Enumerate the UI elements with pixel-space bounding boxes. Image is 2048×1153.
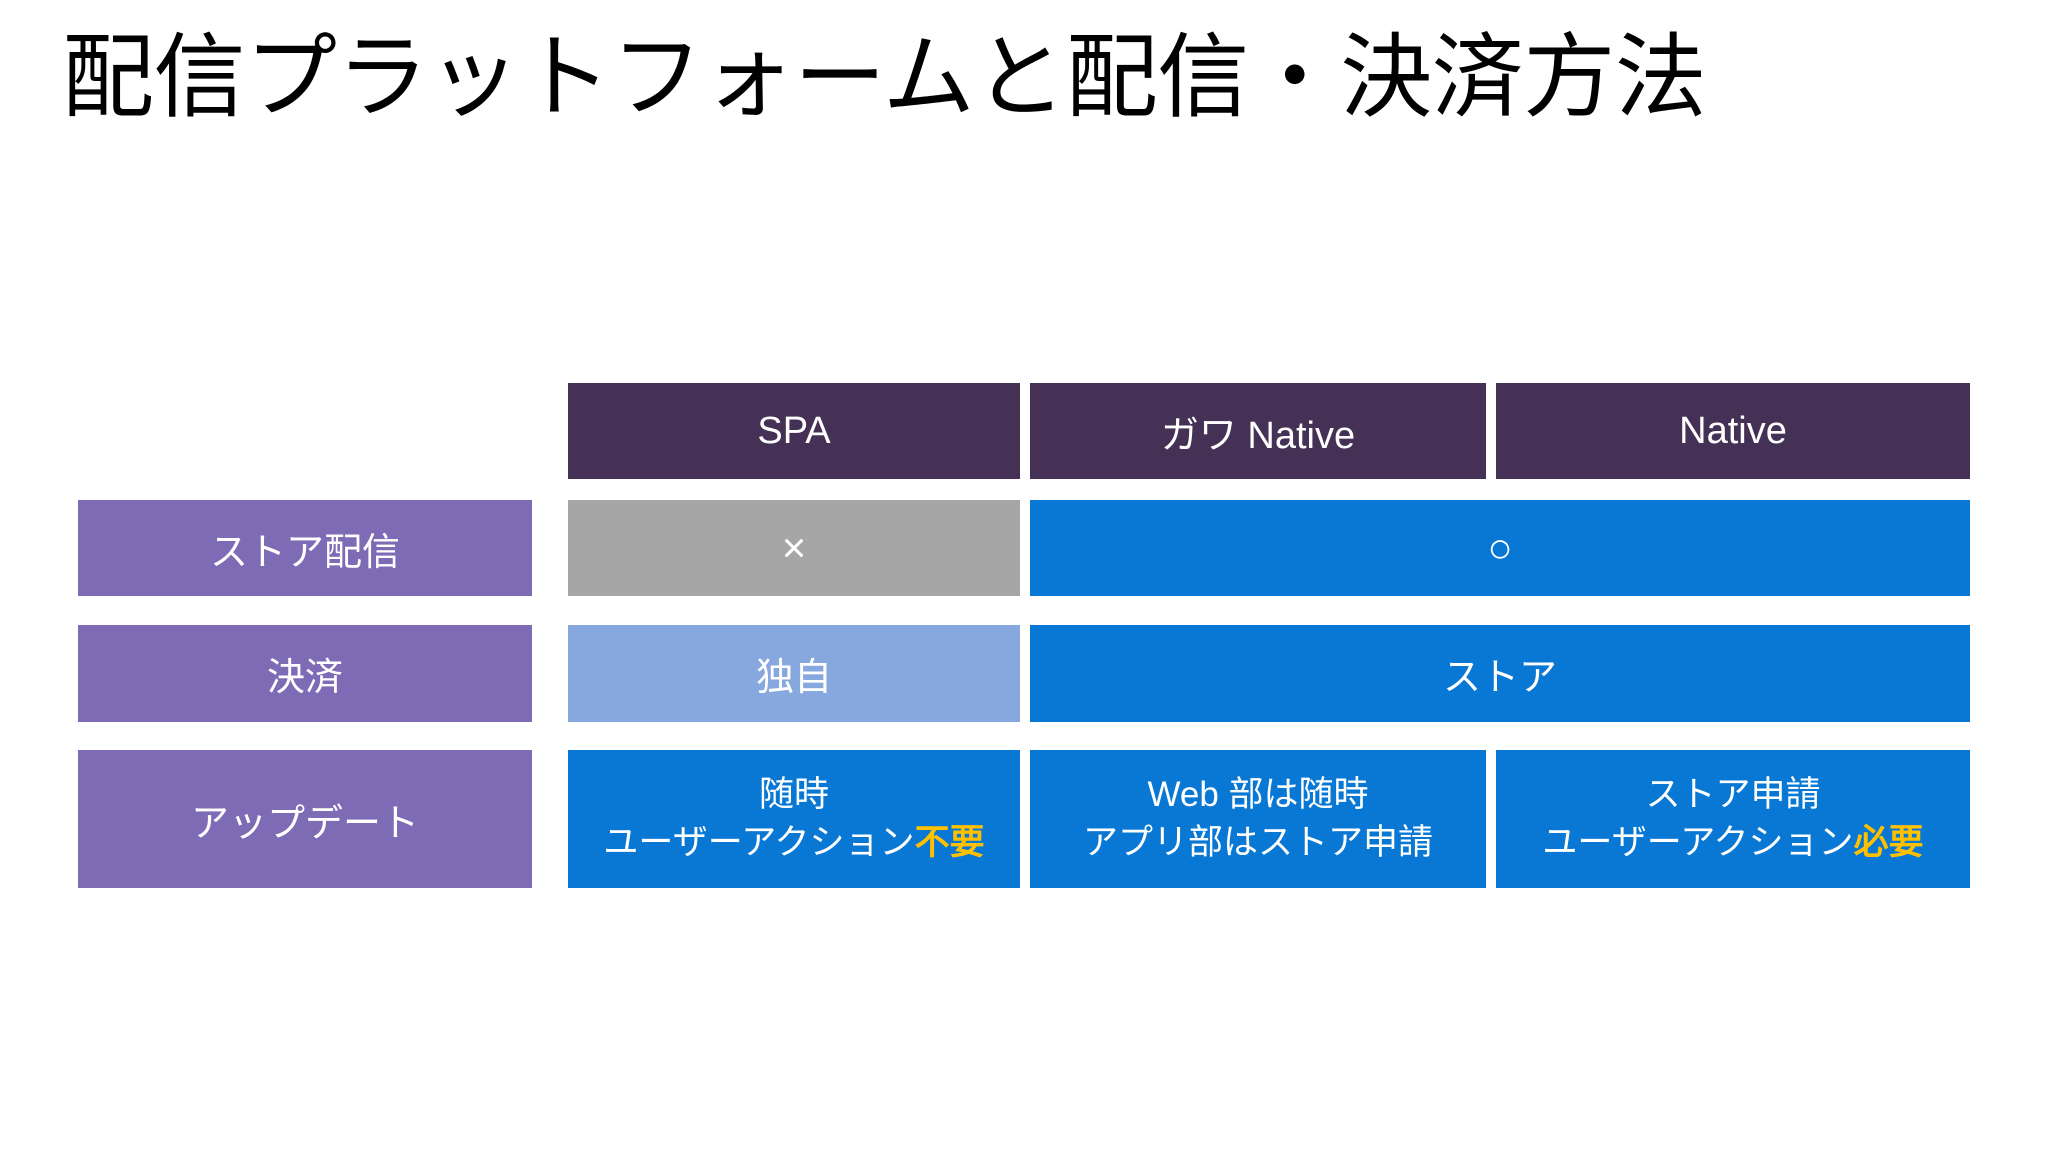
cell-update-native: ストア申請 ユーザーアクション必要	[1496, 750, 1970, 888]
cell-store-delivery-native-merged: ○	[1030, 500, 1970, 596]
row-label-update: アップデート	[78, 750, 532, 888]
cell-line-2: ユーザーアクション不要	[576, 819, 1012, 867]
cell-store-delivery-spa: ×	[568, 500, 1020, 596]
row-label-text: 決済	[266, 657, 343, 699]
cross-mark-icon: ×	[781, 524, 807, 571]
cell-line-2-accent: 不要	[914, 823, 985, 862]
cell-line-2-plain: ユーザーアクション	[603, 823, 915, 862]
cell-line-2: アプリ部はストア申請	[1038, 819, 1478, 867]
cell-line-1: ストア申請	[1645, 774, 1821, 814]
comparison-table: SPA ガワ Native Native ストア配信 × ○ 決済 独自 ストア	[78, 383, 1970, 888]
table-header-spa: SPA	[568, 383, 1020, 479]
table-header-native: Native	[1496, 383, 1970, 479]
cell-line-2-plain: ユーザーアクション	[1542, 823, 1854, 862]
row-label-store-delivery: ストア配信	[78, 500, 532, 596]
table-header-label: ガワ Native	[1160, 414, 1356, 457]
cell-multiline-value: Web 部は随時 アプリ部はストア申請	[1030, 771, 1486, 868]
row-label-text: アップデート	[190, 802, 419, 845]
cell-update-gawa-native: Web 部は随時 アプリ部はストア申請	[1030, 750, 1486, 888]
cell-line-2-plain: アプリ部はストア申請	[1082, 823, 1433, 862]
cell-line-1: 随時	[758, 774, 829, 814]
cell-line-2-accent: 必要	[1853, 823, 1924, 862]
row-label-payment: 決済	[78, 625, 532, 722]
cell-update-spa: 随時 ユーザーアクション不要	[568, 750, 1020, 888]
cell-payment-native-merged: ストア	[1030, 625, 1970, 722]
page-title: 配信プラットフォームと配信・決済方法	[62, 27, 1707, 129]
table-header-label: SPA	[757, 409, 831, 452]
cell-line-1: Web 部は随時	[1147, 774, 1369, 814]
table-header-gawa-native: ガワ Native	[1030, 383, 1486, 479]
circle-mark-icon: ○	[1487, 524, 1513, 571]
cell-value: 独自	[755, 657, 832, 699]
cell-value: ストア	[1442, 657, 1557, 699]
table-header-label: Native	[1679, 409, 1787, 452]
cell-multiline-value: ストア申請 ユーザーアクション必要	[1496, 771, 1970, 868]
cell-payment-spa: 独自	[568, 625, 1020, 722]
cell-multiline-value: 随時 ユーザーアクション不要	[568, 771, 1020, 868]
row-label-text: ストア配信	[209, 531, 400, 574]
cell-line-2: ユーザーアクション必要	[1504, 819, 1962, 867]
